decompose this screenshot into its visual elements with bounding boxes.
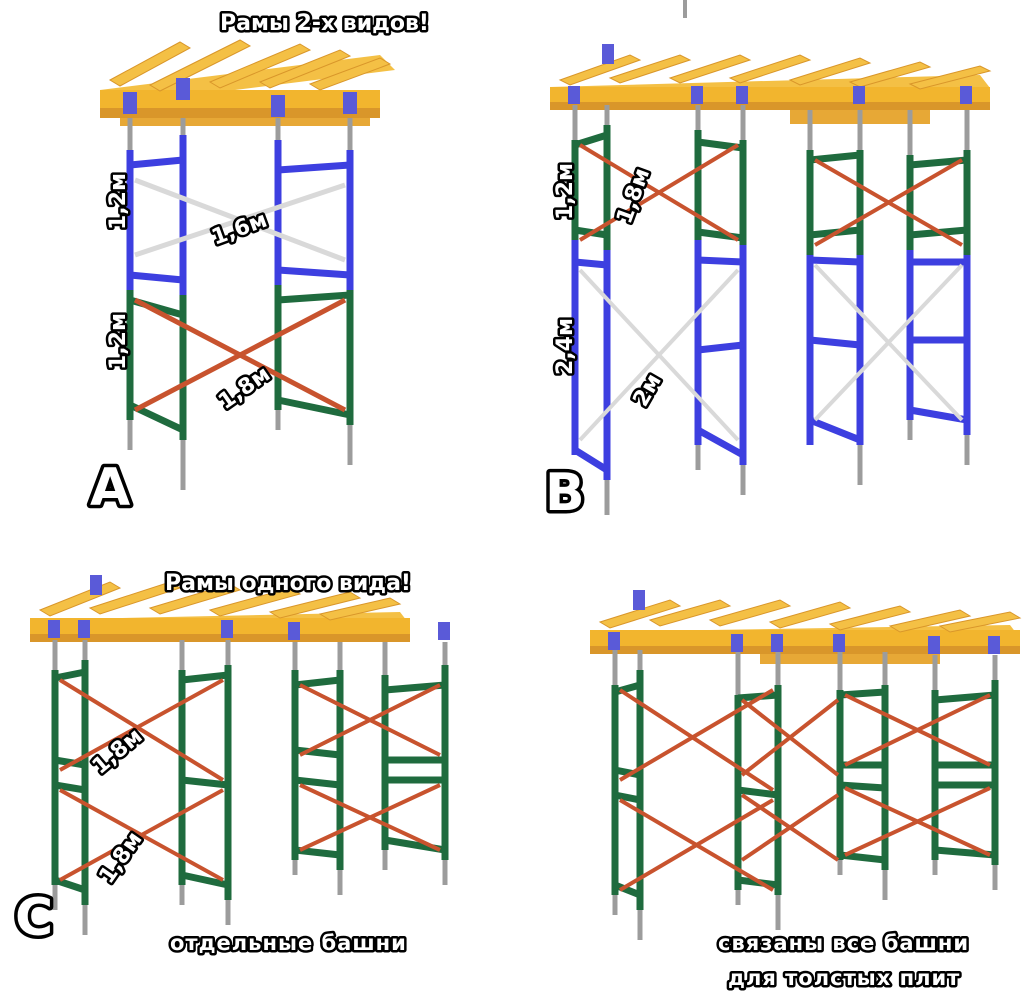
frames-green-d xyxy=(611,670,999,910)
braces-gray-a xyxy=(134,177,346,263)
panel-d: связаны все башни для толстых плит xyxy=(520,560,1023,1000)
frames-green-b xyxy=(571,125,971,255)
dim-b-top-brace: 1,8м xyxy=(612,165,655,227)
panel-b-drawing: 1,2м 1,8м 2,4м 2м B xyxy=(542,0,992,527)
panel-d-drawing: связаны все башни для толстых плит xyxy=(590,590,1022,993)
panel-a: Рамы 2-х видов! 1,2м 1,6м 1,2м 1,8м A xyxy=(0,0,520,521)
braces-red-a xyxy=(133,297,347,413)
braces-red-d xyxy=(618,688,991,892)
panel-b: 1,2м 1,8м 2,4м 2м B xyxy=(520,0,1023,530)
beam-group-a xyxy=(100,39,395,126)
panel-a-drawing: Рамы 2-х видов! 1,2м 1,6м 1,2м 1,8м A xyxy=(87,9,432,521)
dim-b-bottom-frame: 2,4м xyxy=(553,318,578,375)
dim-b-bottom-brace: 2м xyxy=(629,370,667,411)
dim-a-bottom-brace: 1,8м xyxy=(214,362,275,415)
frames-blue-b xyxy=(571,240,971,480)
panel-a-title: Рамы 2-х видов! xyxy=(220,11,429,36)
panel-c-drawing: Рамы одного вида! 1,8м 1,8м C отдельные … xyxy=(12,569,450,958)
braces-gray-b xyxy=(578,263,964,442)
dim-b-top-frame: 1,2м xyxy=(553,163,578,220)
braces-red-b xyxy=(578,143,964,247)
panel-d-caption-line2: для толстых плит xyxy=(728,966,960,990)
braces-red-c xyxy=(58,678,441,882)
dim-a-bottom-frame: 1,2м xyxy=(106,313,131,370)
jacks-b xyxy=(572,105,970,515)
panel-c-letter: C xyxy=(15,888,53,948)
panel-d-caption-line1: связаны все башни xyxy=(718,931,969,955)
frames-green-a xyxy=(126,285,354,440)
dim-c-top-brace: 1,8м xyxy=(88,724,148,780)
panel-c-caption: отдельные башни xyxy=(170,931,407,955)
frames-blue-a xyxy=(126,135,354,295)
panel-c-title: Рамы одного вида! xyxy=(165,571,411,596)
panel-b-letter: B xyxy=(545,463,585,523)
heads-a xyxy=(123,78,357,117)
beam-group-b xyxy=(550,54,992,124)
jacks-a xyxy=(127,118,353,490)
beam-group-c xyxy=(30,581,410,642)
beam-group-d xyxy=(590,599,1022,664)
panel-c: Рамы одного вида! 1,8м 1,8м C отдельные … xyxy=(0,560,520,1000)
frames-green-c xyxy=(51,660,449,905)
panel-a-letter: A xyxy=(90,458,130,518)
dim-a-top-frame: 1,2м xyxy=(106,173,131,230)
